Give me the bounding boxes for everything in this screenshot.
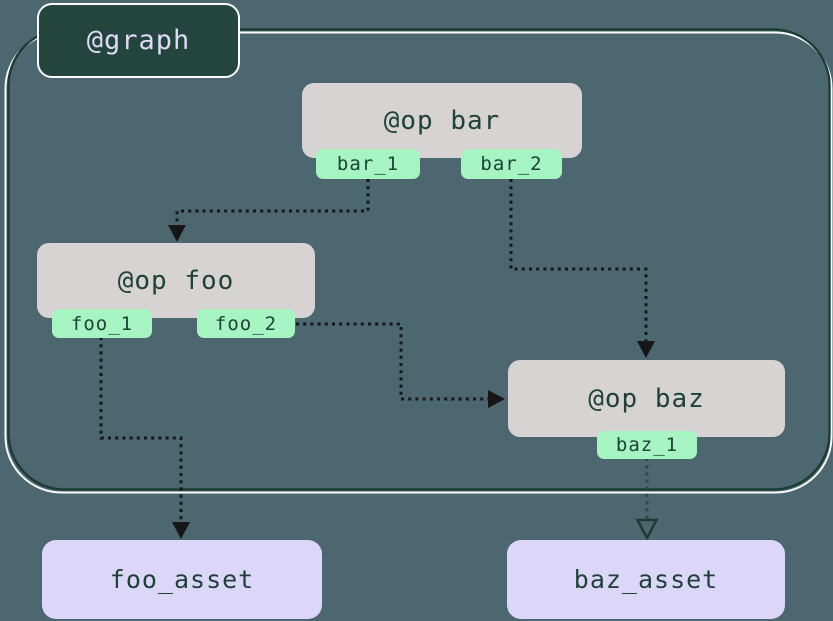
graph-container-border — [7, 28, 831, 491]
op-baz-title: @op baz — [588, 383, 705, 414]
arrowhead-bar2-to-baz — [637, 341, 655, 358]
op-node-baz: @op baz baz_1 — [508, 360, 785, 459]
output-tab-bar-2: bar_2 — [461, 149, 562, 179]
graph-container-border-highlight — [4, 31, 833, 494]
output-tab-baz-1-label: baz_1 — [615, 434, 679, 456]
output-tab-baz-1: baz_1 — [597, 431, 697, 459]
output-tab-foo-2: foo_2 — [197, 309, 295, 338]
op-foo-title: @op foo — [117, 265, 235, 296]
op-node-foo: @op foo foo_1 foo_2 — [37, 243, 315, 338]
asset-node-baz-asset: baz_asset — [507, 540, 785, 619]
edge-bar1-to-foo — [175, 179, 370, 227]
graph-label: @graph — [37, 3, 240, 78]
arrowhead-bar1-to-foo — [168, 225, 186, 242]
output-tab-foo-2-label: foo_2 — [214, 312, 278, 335]
edge-foo1-to-foo-asset — [99, 337, 183, 524]
arrowhead-baz1-to-baz-asset — [635, 518, 659, 541]
asset-node-foo-asset: foo_asset — [42, 540, 322, 619]
arrowhead-foo2-to-baz — [488, 390, 505, 408]
edge-foo2-to-baz — [296, 322, 490, 401]
output-tab-bar-1: bar_1 — [316, 149, 420, 179]
op-bar-title: @op bar — [383, 105, 501, 136]
op-node-bar: @op bar bar_1 bar_2 — [302, 83, 582, 179]
arrowhead-foo1-to-foo-asset — [172, 522, 190, 539]
graph-label-text: @graph — [86, 25, 191, 56]
output-tab-foo-1-label: foo_1 — [70, 312, 134, 335]
asset-foo-label: foo_asset — [109, 565, 255, 594]
output-tab-foo-1: foo_1 — [52, 309, 152, 338]
output-tab-bar-2-label: bar_2 — [480, 153, 543, 175]
asset-baz-label: baz_asset — [573, 565, 719, 594]
edge-bar2-to-baz — [509, 179, 648, 343]
output-tab-bar-1-label: bar_1 — [336, 153, 400, 175]
